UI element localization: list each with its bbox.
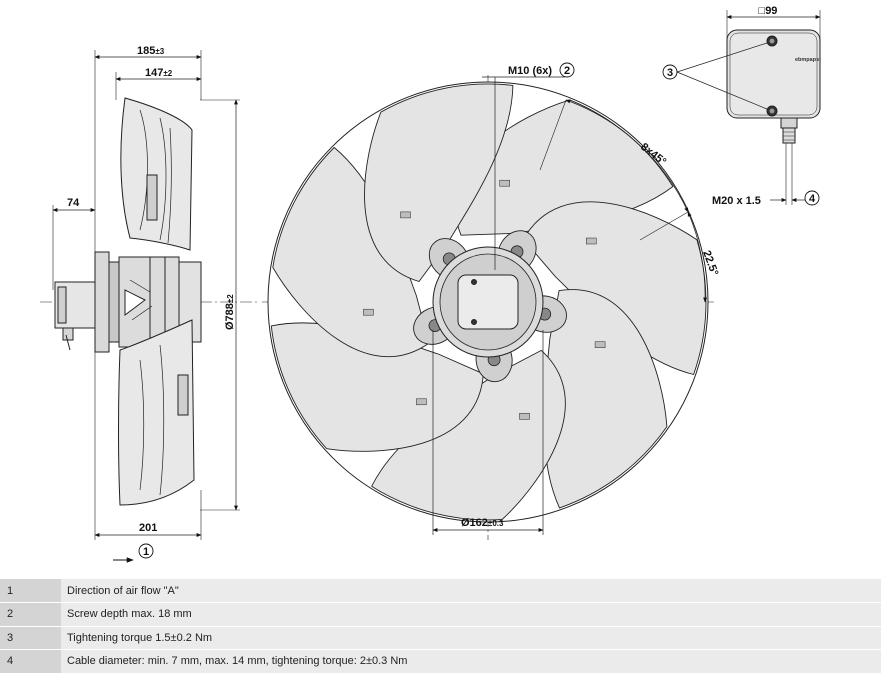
- blade-marker: [400, 211, 411, 219]
- blade-marker: [416, 398, 427, 406]
- callout-4-label: 4: [809, 193, 816, 205]
- legend-text: Tightening torque 1.5±0.2 Nm: [61, 626, 881, 650]
- legend-number: 1: [0, 579, 61, 603]
- dim-inner-depth: 147±2: [145, 67, 173, 79]
- dim-box-width: □99: [759, 5, 778, 17]
- legend-number: 4: [0, 649, 61, 674]
- fan-blade: [364, 83, 514, 283]
- dim-overall-depth: 185±3: [137, 45, 165, 57]
- blade-marker: [519, 413, 530, 420]
- callout-2-label: 2: [564, 65, 570, 77]
- legend-text: Cable diameter: min. 7 mm, max. 14 mm, t…: [61, 649, 881, 674]
- dim-base-depth: 201: [139, 522, 157, 534]
- callout-circle: [138, 543, 154, 559]
- technical-drawing: 185±3 147±2 74 201 Ø788±2 1 M10 (6x) 2: [40, 5, 821, 563]
- legend-row: 4 Cable diameter: min. 7 mm, max. 14 mm,…: [0, 649, 881, 674]
- blade-marker: [499, 179, 510, 187]
- dim-diameter: Ø788±2: [224, 294, 236, 330]
- legend-table: 1 Direction of air flow "A" 2 Screw dept…: [0, 579, 881, 674]
- legend-number: 2: [0, 602, 61, 627]
- legend-row: 1 Direction of air flow "A": [0, 579, 881, 603]
- fan-blades: [270, 83, 707, 521]
- brand-logo: ebmpapst: [795, 57, 821, 63]
- terminal-box: [676, 10, 821, 205]
- legend-row: 3 Tightening torque 1.5±0.2 Nm: [0, 626, 881, 650]
- hub-terminal-box: [457, 274, 519, 330]
- legend-number: 3: [0, 626, 61, 650]
- airflow-indicator: 1: [113, 543, 154, 563]
- fan-hub: [413, 230, 567, 383]
- dim-screw: M10 (6x): [508, 65, 552, 77]
- legend-text: Direction of air flow "A": [61, 579, 881, 603]
- blade-marker: [594, 341, 606, 348]
- dim-motor-depth: 74: [67, 197, 80, 209]
- callout-2: 2: [559, 62, 575, 78]
- blade-marker: [363, 308, 374, 316]
- callout-4: 4: [804, 190, 820, 206]
- legend-text: Screw depth max. 18 mm: [61, 602, 881, 627]
- callout-3-label: 3: [667, 67, 673, 79]
- side-view: [40, 50, 260, 540]
- legend-row: 2 Screw depth max. 18 mm: [0, 602, 881, 627]
- blade-marker: [586, 237, 597, 245]
- callout-1-label: 1: [143, 546, 149, 558]
- front-view-dimensions: [432, 76, 708, 535]
- hub-screw: [471, 319, 477, 325]
- dim-gland: M20 x 1.5: [712, 195, 761, 207]
- dim-hub-diameter: Ø162±0.3: [461, 517, 504, 529]
- callout-3: 3: [662, 64, 678, 80]
- hub-screw: [471, 279, 477, 285]
